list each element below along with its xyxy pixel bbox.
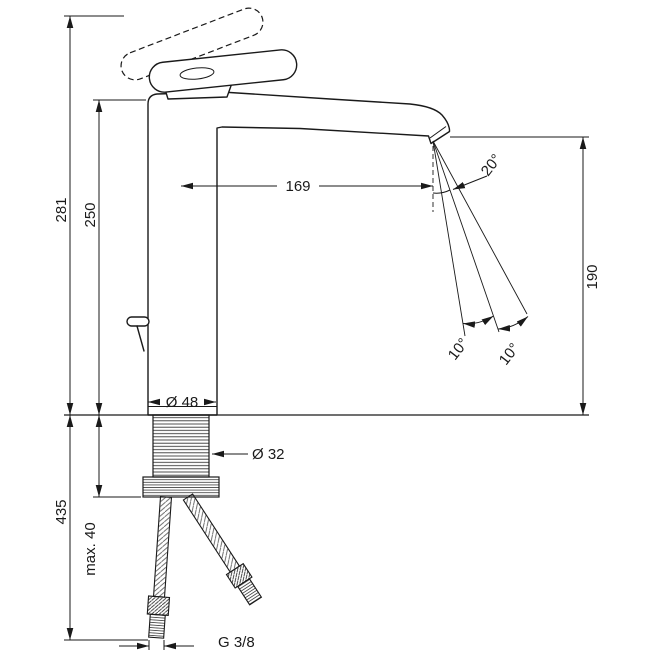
swivel-arc-left — [462, 315, 494, 328]
dim-below-deck-label: 435 — [53, 499, 70, 524]
dimension-below-deck-435: 435 — [53, 415, 148, 641]
dim-outlet-height-label: 190 — [584, 264, 601, 289]
hose-right-braid — [182, 493, 241, 573]
threaded-shank — [152, 414, 210, 478]
dimension-outlet-height-190: 190 — [450, 136, 601, 415]
mounting-nut — [142, 476, 220, 498]
faucet-body-and-spout — [147, 91, 451, 416]
dimension-total-height-281: 281 — [53, 15, 124, 415]
dim-shank-diameter-label: Ø 32 — [252, 446, 285, 463]
hose-left-connector — [146, 595, 171, 617]
supply-hose-right — [182, 493, 263, 606]
jet-angle-arc — [432, 189, 451, 194]
swivel-left-label: 10° — [445, 335, 472, 363]
below-deck-assembly — [142, 414, 263, 639]
hose-left-braid — [152, 496, 173, 598]
dim-max-thickness-label: max. 40 — [82, 522, 99, 575]
jet-line-20 — [432, 140, 500, 333]
supply-hose-left — [146, 496, 173, 639]
dimension-connection-thread-g38: G 3/8 — [119, 634, 255, 650]
jet-angle-label: 20° — [478, 151, 505, 179]
jet-line-30 — [432, 140, 528, 315]
spout-aerator-line — [429, 126, 447, 139]
jet-angle-leader — [452, 175, 488, 190]
handle-lever — [148, 49, 298, 93]
handle-detail-oval — [179, 67, 215, 80]
dim-thread-label: G 3/8 — [218, 634, 255, 650]
pop-up-knob — [126, 316, 150, 327]
dimension-base-diameter-48: Ø 48 — [148, 394, 216, 411]
dimension-shank-diameter-32: Ø 32 — [212, 446, 285, 463]
pop-up-pin — [136, 325, 145, 352]
hose-right-thread-nipple — [236, 577, 263, 606]
jet-line-10 — [432, 140, 466, 337]
dimension-spout-reach-169: 169 — [181, 178, 433, 195]
dimension-max-deck-thickness-40: max. 40 — [82, 415, 141, 576]
handle-raised-position-outline — [120, 7, 264, 81]
swivel-arc-right — [497, 316, 529, 332]
jet-angle-annotations: 20° 10° 10° — [432, 140, 529, 368]
dim-spout-reach-label: 169 — [285, 178, 310, 195]
dim-spout-height-label: 250 — [82, 202, 99, 227]
dim-total-height-label: 281 — [53, 197, 70, 222]
dimension-spout-height-250: 250 — [82, 99, 146, 415]
dim-base-diameter-label: Ø 48 — [166, 394, 199, 411]
pop-up-rod — [126, 316, 150, 352]
swivel-right-label: 10° — [496, 340, 523, 368]
hose-left-thread-nipple — [148, 613, 166, 639]
fixture-above-deck — [120, 7, 451, 416]
